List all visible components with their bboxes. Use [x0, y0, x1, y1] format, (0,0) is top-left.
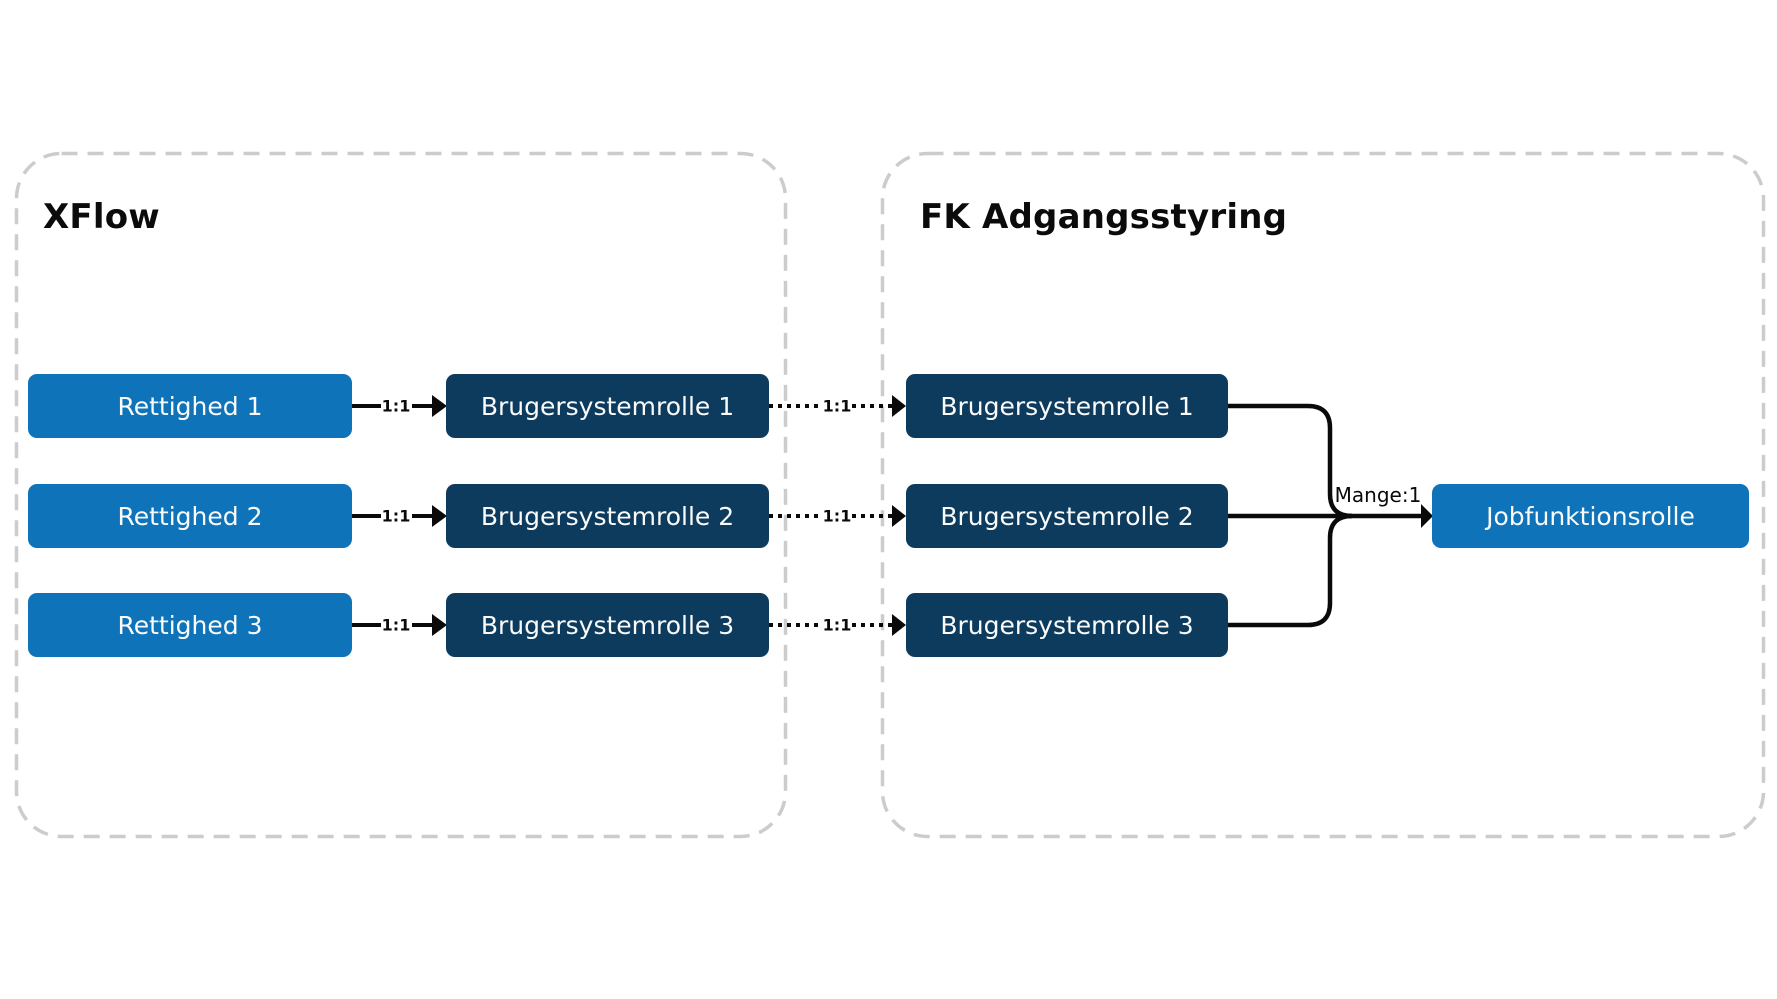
node-rettighed-2: Rettighed 2	[28, 484, 352, 548]
solid-arrow-1	[352, 395, 447, 417]
dotted-arrow-2	[769, 505, 906, 527]
merge-arrowhead	[1421, 504, 1433, 528]
solid-arrow-label-2: 1:1	[381, 506, 411, 526]
solid-arrow-3	[352, 614, 447, 636]
node-xflow-brugersystemrolle-2: Brugersystemrolle 2	[446, 484, 769, 548]
node-rettighed-1: Rettighed 1	[28, 374, 352, 438]
merge-label: Mange:1	[1334, 483, 1422, 507]
xflow-container: XFlow	[16, 153, 785, 836]
xflow-container-border	[14, 151, 788, 839]
node-jobfunktionsrolle: Jobfunktionsrolle	[1432, 484, 1749, 548]
dotted-arrow-label-3: 1:1	[822, 615, 852, 635]
node-fk-brugersystemrolle-1: Brugersystemrolle 1	[906, 374, 1228, 438]
xflow-title: XFlow	[43, 197, 160, 237]
node-xflow-brugersystemrolle-3: Brugersystemrolle 3	[446, 593, 769, 657]
node-fk-brugersystemrolle-2: Brugersystemrolle 2	[906, 484, 1228, 548]
merge-connector	[1228, 403, 1433, 628]
solid-arrow-label-1: 1:1	[381, 396, 411, 416]
solid-arrow-2	[352, 505, 447, 527]
fk-container: FK Adgangsstyring	[882, 153, 1763, 836]
solid-arrow-label-3: 1:1	[381, 615, 411, 635]
fk-title: FK Adgangsstyring	[920, 197, 1288, 237]
node-rettighed-3: Rettighed 3	[28, 593, 352, 657]
node-fk-brugersystemrolle-3: Brugersystemrolle 3	[906, 593, 1228, 657]
dotted-arrow-3	[769, 614, 906, 636]
dotted-arrow-label-1: 1:1	[822, 396, 852, 416]
node-xflow-brugersystemrolle-1: Brugersystemrolle 1	[446, 374, 769, 438]
dotted-arrow-1	[769, 395, 906, 417]
dotted-arrow-label-2: 1:1	[822, 506, 852, 526]
fk-container-border	[880, 151, 1766, 839]
